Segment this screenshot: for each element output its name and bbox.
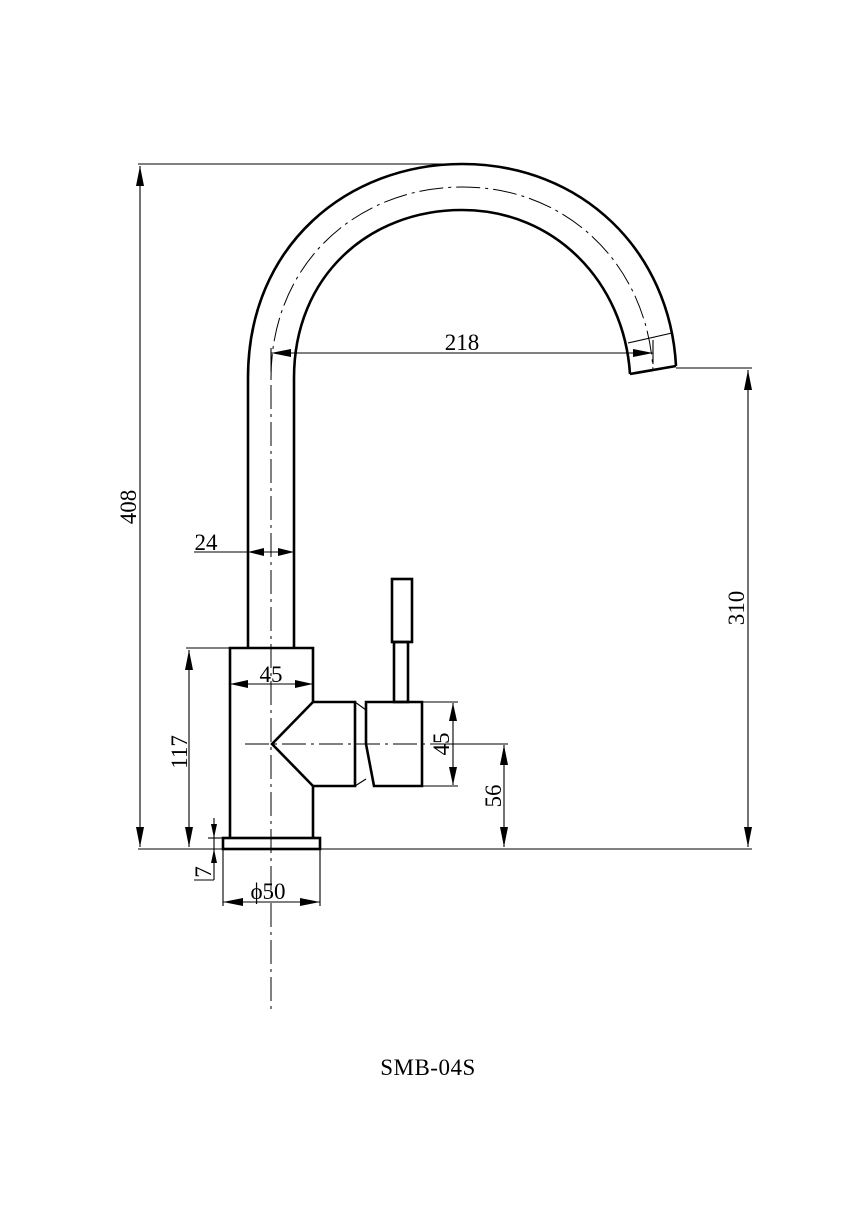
arrow-handle-height-top bbox=[449, 703, 457, 721]
arrow-handle-axis-bottom bbox=[500, 827, 508, 847]
handle-branch-connector bbox=[313, 700, 357, 788]
arrow-spout-diameter-left bbox=[248, 548, 264, 556]
arrow-handle-height-bottom bbox=[449, 767, 457, 785]
dimension-labels: 408 218 310 24 45 117 45 56 7 ϕ50 bbox=[116, 330, 749, 904]
arrow-base-diameter-right bbox=[300, 898, 320, 906]
label-body-height: 117 bbox=[167, 735, 192, 769]
center-lines bbox=[245, 186, 654, 1010]
arrow-spout-reach-right bbox=[633, 349, 653, 357]
arrow-spout-reach-left bbox=[271, 349, 291, 357]
model-code: SMB-04S bbox=[380, 1055, 476, 1080]
label-spout-diameter: 24 bbox=[195, 530, 219, 555]
arrow-body-height-top bbox=[185, 650, 193, 670]
arrow-base-thickness-bottom bbox=[211, 849, 217, 863]
arrow-body-width-right bbox=[295, 680, 313, 688]
spout-inner-contour bbox=[292, 208, 632, 648]
dimension-lines bbox=[136, 166, 752, 906]
handle-branch-cone bbox=[270, 701, 314, 787]
label-handle-axis-height: 56 bbox=[481, 785, 506, 808]
arrow-spout-diameter-right bbox=[278, 548, 294, 556]
handle-lever-grip bbox=[390, 577, 414, 644]
extension-lines bbox=[138, 163, 752, 906]
arrow-body-height-bottom bbox=[185, 827, 193, 847]
arrow-spout-height-top bbox=[744, 370, 752, 390]
arrow-total-height-bottom bbox=[136, 827, 144, 847]
label-spout-height: 310 bbox=[724, 591, 749, 626]
arrow-base-thickness-top bbox=[211, 824, 217, 838]
arrow-spout-height-bottom bbox=[744, 827, 752, 847]
arrow-handle-axis-top bbox=[500, 745, 508, 765]
spout-centerline bbox=[270, 186, 654, 379]
label-handle-height: 45 bbox=[429, 733, 454, 756]
spout-outer-contour bbox=[246, 162, 678, 648]
spout-outlet-band bbox=[627, 332, 673, 344]
handle-branch-seam bbox=[354, 701, 367, 711]
handle-lever-stem bbox=[392, 640, 410, 704]
arrow-body-width-left bbox=[230, 680, 248, 688]
label-spout-reach: 218 bbox=[445, 330, 480, 355]
label-base-diameter: ϕ50 bbox=[250, 879, 285, 904]
label-body-width: 45 bbox=[260, 662, 283, 687]
handle-branch-seam-lower bbox=[354, 778, 367, 787]
label-base-thickness: 7 bbox=[191, 866, 216, 878]
arrow-total-height-top bbox=[136, 166, 144, 186]
handle-hub bbox=[364, 700, 424, 788]
arrow-base-diameter-left bbox=[223, 898, 243, 906]
label-total-height: 408 bbox=[116, 490, 141, 525]
